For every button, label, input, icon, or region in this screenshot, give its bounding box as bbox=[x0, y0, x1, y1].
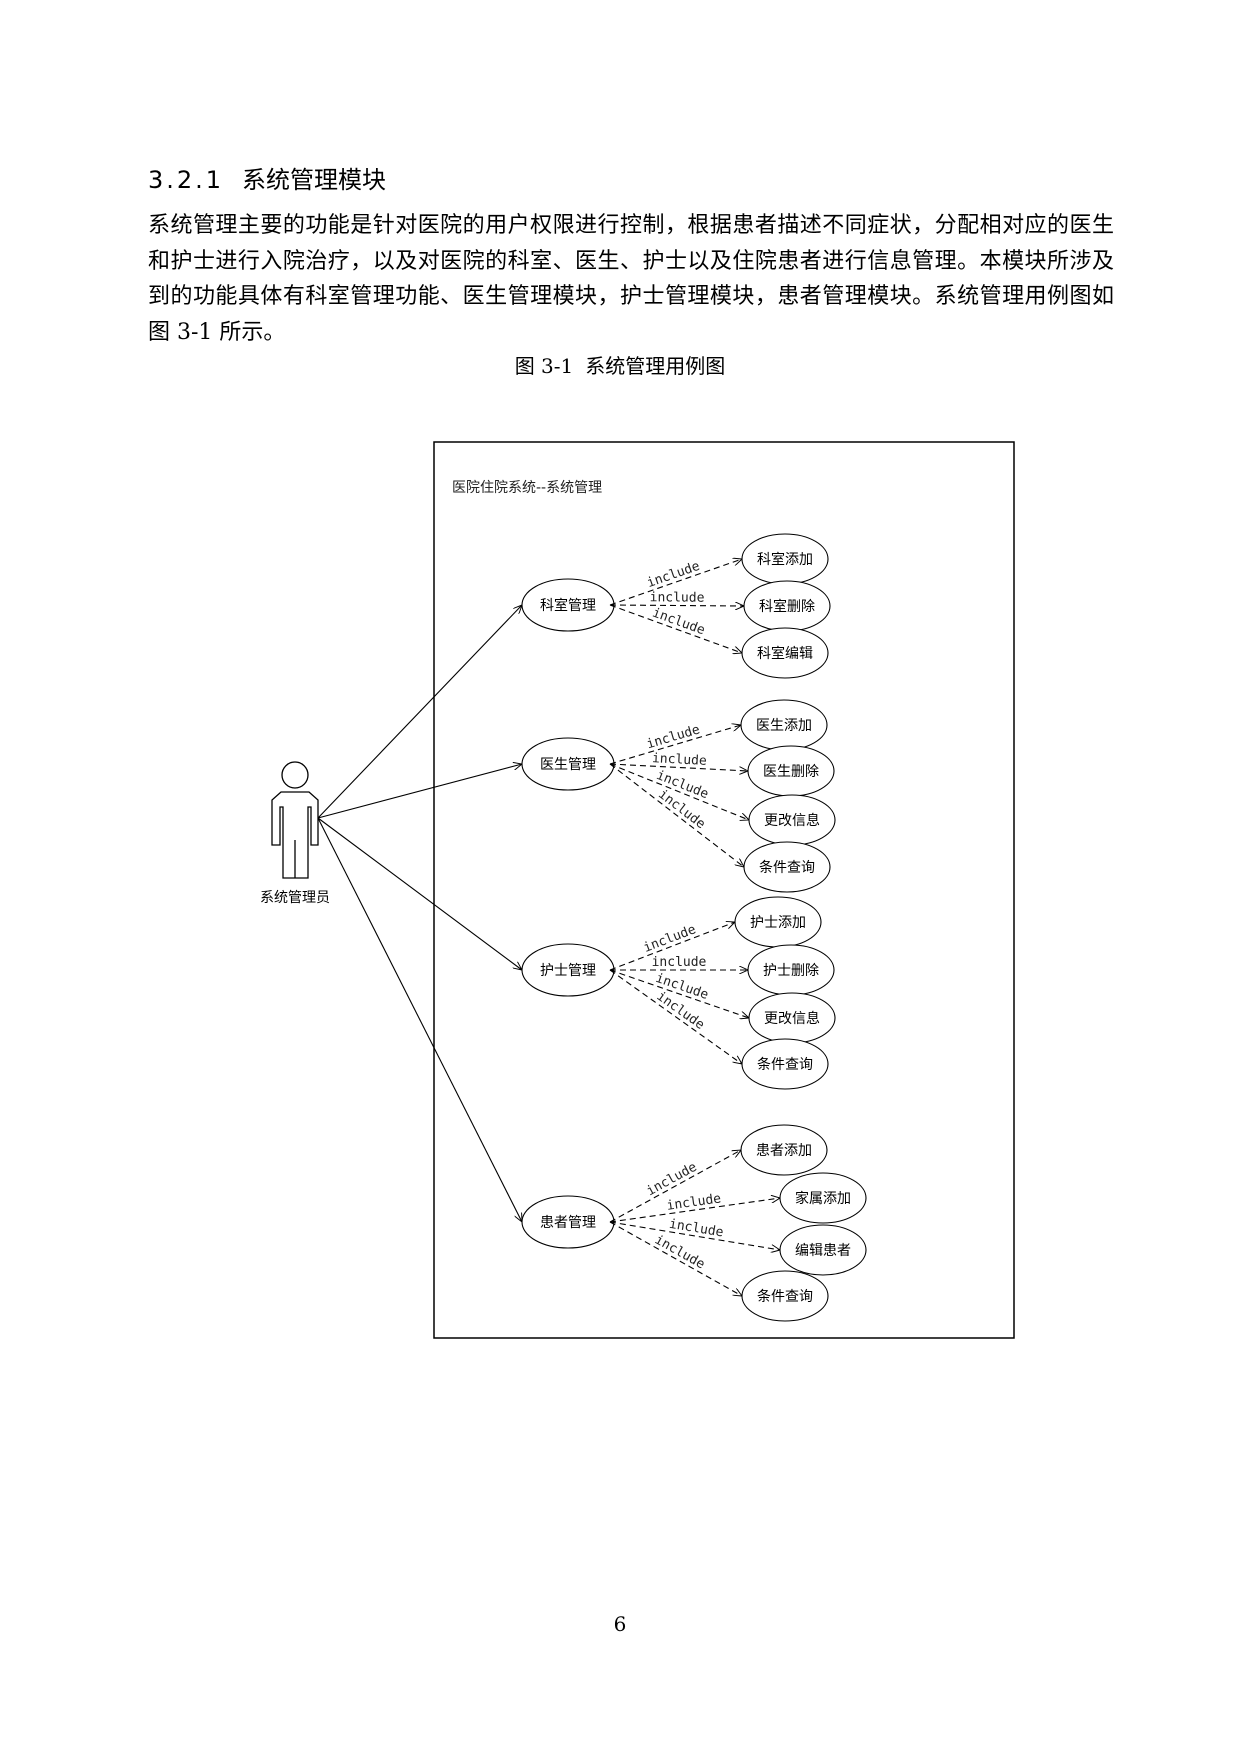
include-label: include bbox=[652, 1233, 707, 1273]
use-case bbox=[779, 1224, 867, 1276]
figure-label: 图 3-1 bbox=[514, 354, 574, 378]
system-boundary-title: 医院住院系统--系统管理 bbox=[452, 480, 602, 496]
use-case-label: 条件查询 bbox=[759, 859, 815, 876]
include-arrow bbox=[609, 969, 749, 1018]
include-arrow bbox=[609, 763, 748, 771]
include-label: include bbox=[652, 955, 707, 970]
use-case-label: 家属添加 bbox=[795, 1190, 851, 1207]
include-label: include bbox=[644, 1160, 699, 1200]
include-arrow bbox=[609, 604, 742, 653]
figure-caption: 图 3-1 系统管理用例图 bbox=[0, 352, 1240, 380]
include-arrow bbox=[609, 1221, 742, 1296]
use-case-label: 护士添加 bbox=[750, 915, 806, 931]
include-arrow bbox=[609, 763, 744, 867]
use-case-label: 科室删除 bbox=[759, 598, 815, 615]
section-title: 系统管理模块 bbox=[242, 166, 386, 194]
use-case-label: 患者添加 bbox=[756, 1143, 812, 1159]
include-arrow bbox=[609, 763, 749, 820]
include-arrow bbox=[609, 1198, 780, 1223]
use-case bbox=[741, 1270, 829, 1322]
use-case bbox=[743, 841, 831, 893]
use-case-label: 更改信息 bbox=[764, 1010, 820, 1027]
use-case-label: 科室编辑 bbox=[757, 645, 813, 662]
use-case bbox=[740, 1124, 828, 1176]
association-line bbox=[317, 764, 522, 819]
use-case-label: 护士删除 bbox=[763, 963, 819, 979]
system-boundary bbox=[433, 441, 1015, 1339]
include-label: include bbox=[668, 1217, 725, 1241]
use-case-label: 编辑患者 bbox=[795, 1243, 851, 1259]
use-case bbox=[741, 1038, 829, 1090]
include-label: include bbox=[650, 606, 707, 639]
use-case-group-label: 护士管理 bbox=[540, 963, 596, 979]
association-line bbox=[317, 605, 522, 819]
use-case-label: 科室添加 bbox=[757, 551, 813, 568]
use-case-group-label: 医生管理 bbox=[540, 757, 596, 773]
include-label: include bbox=[650, 590, 705, 605]
actor-body bbox=[271, 791, 319, 879]
use-case-group bbox=[521, 1195, 615, 1249]
include-label: include bbox=[645, 722, 702, 752]
include-arrow bbox=[609, 1150, 741, 1223]
include-label: include bbox=[645, 559, 702, 591]
use-case-group-label: 科室管理 bbox=[540, 597, 596, 614]
include-arrow bbox=[609, 922, 735, 971]
use-case-label: 条件查询 bbox=[757, 1056, 813, 1073]
actor-head bbox=[281, 761, 309, 789]
include-arrow bbox=[609, 725, 741, 765]
section-heading: 3.2.1 系统管理模块 bbox=[148, 164, 386, 196]
include-arrow bbox=[609, 969, 742, 1064]
use-case bbox=[741, 627, 829, 679]
include-arrow bbox=[609, 605, 744, 606]
use-case-group-label: 患者管理 bbox=[540, 1215, 596, 1231]
figure-title: 系统管理用例图 bbox=[585, 354, 726, 378]
include-label: include bbox=[652, 751, 708, 769]
use-case-label: 条件查询 bbox=[757, 1288, 813, 1305]
section-number: 3.2.1 bbox=[148, 166, 225, 194]
include-arrow bbox=[609, 559, 742, 606]
use-case bbox=[779, 1172, 867, 1224]
use-case-label: 医生添加 bbox=[756, 718, 812, 734]
include-label: include bbox=[642, 922, 699, 956]
include-arrow bbox=[609, 1221, 780, 1250]
use-case-label: 医生删除 bbox=[763, 764, 819, 780]
page-number: 6 bbox=[613, 1612, 627, 1636]
body-paragraph: 系统管理主要的功能是针对医院的用户权限进行控制，根据患者描述不同症状，分配相对应… bbox=[148, 213, 1114, 345]
actor-label: 系统管理员 bbox=[260, 890, 330, 906]
association-line bbox=[317, 817, 522, 970]
use-case-label: 更改信息 bbox=[764, 812, 820, 829]
association-line bbox=[317, 817, 522, 1222]
